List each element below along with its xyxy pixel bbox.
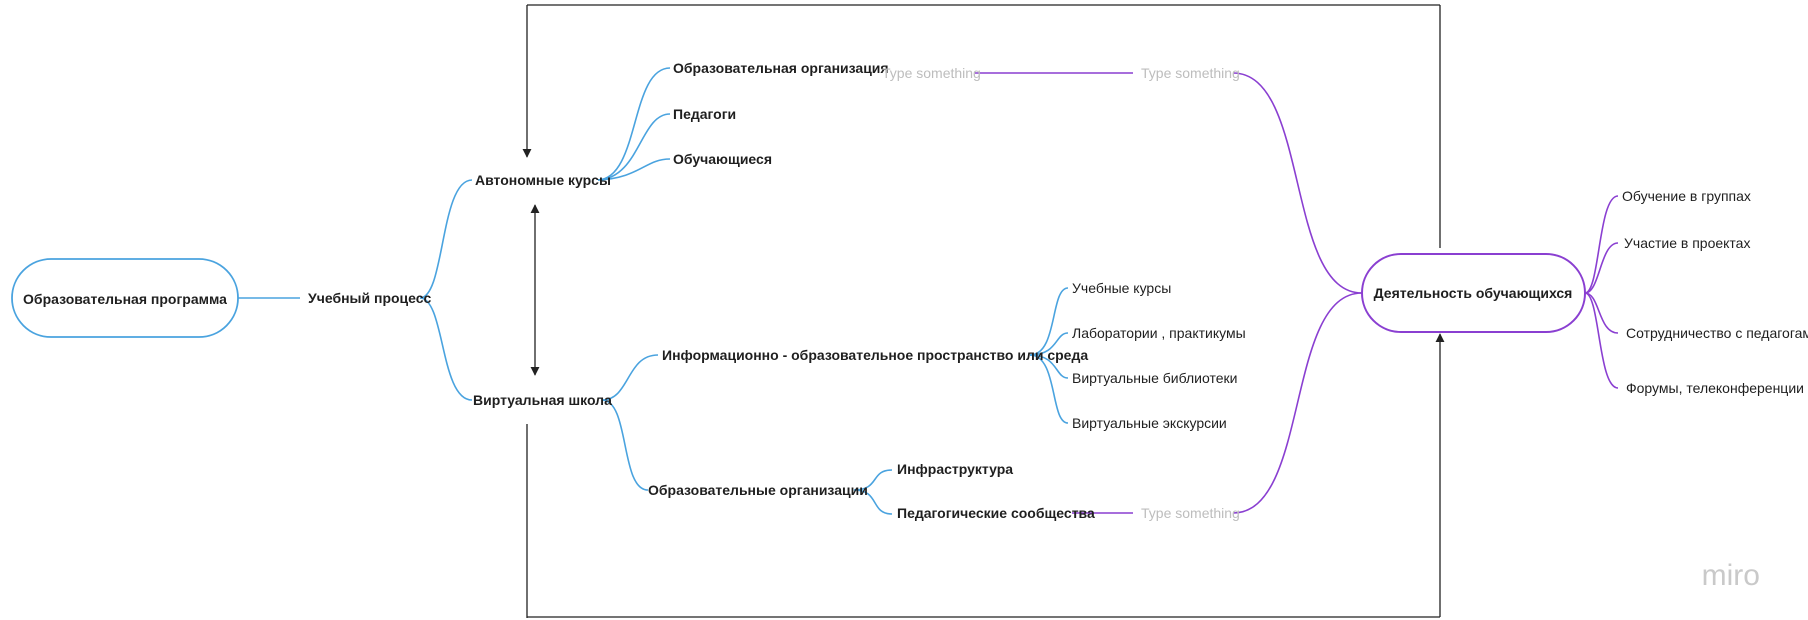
purple-branches [975, 72, 1619, 514]
edge-info-libraries [1029, 354, 1069, 379]
placeholder-3[interactable]: Type something [1141, 505, 1240, 521]
process-node[interactable]: Учебный процесс [308, 290, 432, 306]
info-child-courses[interactable]: Учебные курсы [1072, 280, 1171, 296]
activity-child-projects[interactable]: Участие в проектах [1624, 235, 1750, 251]
info-child-libraries[interactable]: Виртуальные библиотеки [1072, 370, 1237, 386]
auto-child-students[interactable]: Обучающиеся [673, 151, 772, 167]
edge-auto-teachers [597, 113, 671, 181]
orgs-child-communities[interactable]: Педагогические сообщества [897, 505, 1095, 521]
root-node-box[interactable] [11, 258, 239, 338]
edge-placeholder-activity-bottom [1232, 292, 1363, 514]
activity-node-box[interactable] [1361, 253, 1586, 333]
edge-info-excursions [1029, 354, 1069, 424]
info-child-excursions[interactable]: Виртуальные экскурсии [1072, 415, 1227, 431]
activity-child-groups[interactable]: Обучение в группах [1622, 188, 1751, 204]
info-space-node[interactable]: Информационно - образовательное простран… [662, 347, 1088, 363]
autonomous-node[interactable]: Автономные курсы [475, 172, 611, 188]
orgs-child-infrastructure[interactable]: Инфраструктура [897, 461, 1013, 477]
placeholder-2[interactable]: Type something [1141, 65, 1240, 81]
root-node[interactable]: Образовательная программа [23, 291, 227, 307]
placeholder-1[interactable]: Type something [882, 65, 981, 81]
frame-lines [522, 4, 1445, 618]
edge-placeholder-activity-top [1232, 72, 1363, 294]
edu-orgs-node[interactable]: Образовательные организации [648, 482, 868, 498]
edge-info-labs [1029, 332, 1069, 356]
edge-virtual-orgs [601, 399, 649, 491]
activity-child-cooperation[interactable]: Сотрудничество с педагогами [1626, 325, 1808, 341]
edge-orgs-infra [853, 469, 893, 491]
edge-orgs-communities [853, 489, 893, 515]
virtual-school-node[interactable]: Виртуальная школа [473, 392, 612, 408]
edge-auto-org [597, 67, 671, 181]
activity-child-forums[interactable]: Форумы, телеконференции [1626, 380, 1804, 396]
edge-activity-projects [1584, 242, 1619, 294]
edge-activity-forums [1584, 292, 1619, 389]
edge-auto-students [597, 158, 671, 181]
info-child-labs[interactable]: Лаборатории , практикумы [1072, 325, 1246, 341]
blue-branches [238, 67, 1069, 515]
miro-watermark: miro [1702, 559, 1760, 592]
edge-activity-groups [1584, 195, 1619, 294]
edge-info-courses [1029, 287, 1069, 356]
edge-virtual-info [601, 354, 659, 401]
edge-activity-cooperation [1584, 292, 1619, 334]
auto-child-teachers[interactable]: Педагоги [673, 106, 736, 122]
edge-process-virtual [419, 297, 473, 401]
edge-process-autonomous [419, 179, 473, 299]
activity-node[interactable]: Деятельность обучающихся [1374, 285, 1573, 301]
auto-child-org[interactable]: Образовательная организация [673, 60, 889, 76]
